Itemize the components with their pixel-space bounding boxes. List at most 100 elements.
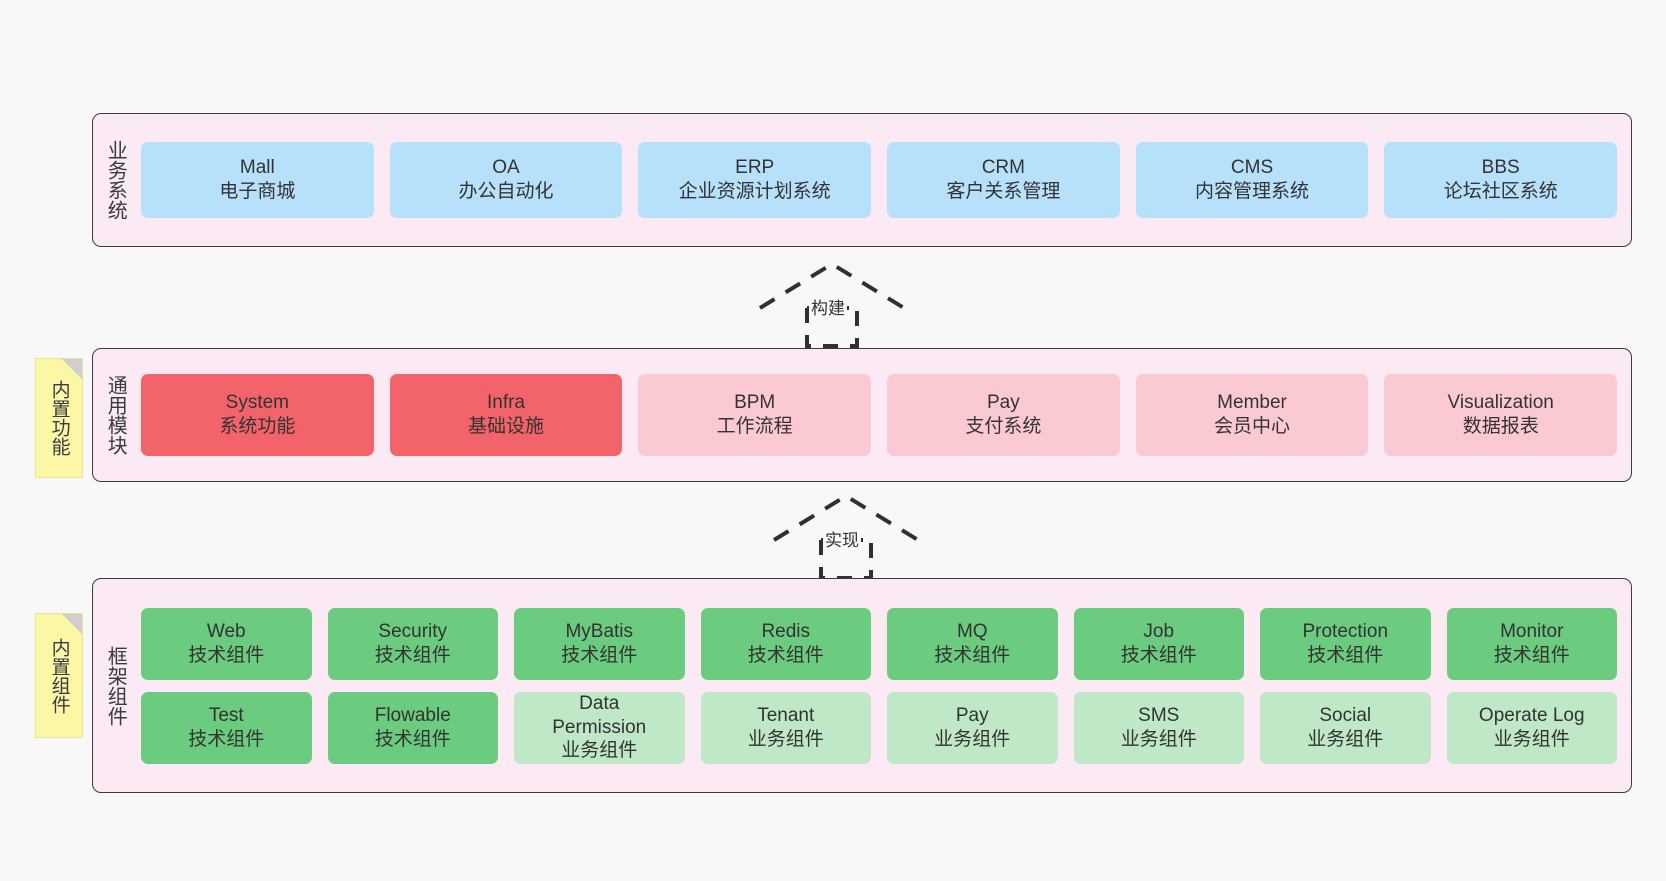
node-cms[interactable]: CMS 内容管理系统 <box>1135 142 1369 218</box>
node-row: Web 技术组件 Security 技术组件 MyBatis 技术组件 Redi… <box>141 607 1617 680</box>
layer-title-business: 业务系统 <box>104 140 127 220</box>
node-subtitle: 技术组件 <box>934 644 1011 666</box>
node-area-framework: Web 技术组件 Security 技术组件 MyBatis 技术组件 Redi… <box>137 579 1631 792</box>
node-subtitle: 技术组件 <box>188 644 265 666</box>
node-subtitle: 技术组件 <box>747 644 824 666</box>
node-subtitle: 办公自动化 <box>458 181 554 202</box>
node-title: Web <box>206 620 246 642</box>
node-title: Pay <box>955 704 989 726</box>
node-subtitle: 业务组件 <box>934 728 1011 750</box>
node-data-permission[interactable]: Data Permission 业务组件 <box>514 691 685 764</box>
node-web[interactable]: Web 技术组件 <box>141 607 312 680</box>
connector-implement-shape <box>772 493 920 580</box>
node-mybatis[interactable]: MyBatis 技术组件 <box>514 607 685 680</box>
node-bbs[interactable]: BBS 论坛社区系统 <box>1384 142 1618 218</box>
node-title: Test <box>208 704 244 726</box>
layer-title-common-modules: 通用模块 <box>104 375 127 455</box>
node-mall[interactable]: Mall 电子商城 <box>141 142 374 218</box>
node-row: System 系统功能 Infra 基础设施 BPM 工作流程 Pay 支付系统… <box>141 374 1618 456</box>
node-title: OA <box>492 157 520 179</box>
node-job[interactable]: Job 技术组件 <box>1073 607 1244 680</box>
node-subtitle: 业务组件 <box>747 728 824 750</box>
node-monitor[interactable]: Monitor 技术组件 <box>1446 607 1617 680</box>
node-subtitle: 技术组件 <box>374 728 451 750</box>
node-title: Member <box>1217 392 1287 414</box>
connector-implement: 实现 <box>766 490 926 582</box>
node-bpm[interactable]: BPM 工作流程 <box>638 374 872 456</box>
node-tenant[interactable]: Tenant 业务组件 <box>700 691 871 764</box>
node-area-business: Mall 电子商城 OA 办公自动化 ERP 企业资源计划系统 CRM 客户关系… <box>137 114 1631 246</box>
node-subtitle: 内容管理系统 <box>1195 181 1310 202</box>
node-title: Protection <box>1302 620 1389 642</box>
node-title: Flowable <box>374 704 451 726</box>
node-title: Mall <box>239 157 275 179</box>
node-subtitle: 业务组件 <box>1493 728 1570 750</box>
layer-common-modules: 通用模块 System 系统功能 Infra 基础设施 BPM 工作流程 Pay… <box>92 348 1632 482</box>
node-subtitle: 客户关系管理 <box>946 181 1061 202</box>
node-row: Mall 电子商城 OA 办公自动化 ERP 企业资源计划系统 CRM 客户关系… <box>141 142 1618 218</box>
node-title: CRM <box>981 157 1025 179</box>
node-title: Data Permission <box>552 692 647 738</box>
connector-implement-label: 实现 <box>823 526 861 551</box>
node-subtitle: 工作流程 <box>716 416 793 437</box>
node-subtitle: 业务组件 <box>561 740 638 762</box>
node-subtitle: 业务组件 <box>1120 728 1197 750</box>
node-test[interactable]: Test 技术组件 <box>141 691 312 764</box>
note-label: 内置功能 <box>48 380 70 456</box>
connector-build: 构建 <box>752 258 912 350</box>
node-subtitle: 基础设施 <box>468 416 545 437</box>
note-builtin-features: 内置功能 <box>35 358 83 478</box>
node-crm[interactable]: CRM 客户关系管理 <box>887 142 1120 218</box>
node-title: BBS <box>1481 157 1520 179</box>
node-pay-component[interactable]: Pay 业务组件 <box>887 691 1058 764</box>
node-title: Tenant <box>757 704 815 726</box>
node-subtitle: 业务组件 <box>1307 728 1384 750</box>
node-title: Visualization <box>1447 392 1554 414</box>
node-subtitle: 技术组件 <box>1493 644 1570 666</box>
node-subtitle: 企业资源计划系统 <box>678 181 831 202</box>
node-subtitle: 电子商城 <box>219 181 296 202</box>
node-sms[interactable]: SMS 业务组件 <box>1073 691 1244 764</box>
node-flowable[interactable]: Flowable 技术组件 <box>327 691 498 764</box>
node-title: MQ <box>956 620 988 642</box>
node-title: Job <box>1143 620 1175 642</box>
node-area-common-modules: System 系统功能 Infra 基础设施 BPM 工作流程 Pay 支付系统… <box>137 349 1631 481</box>
node-title: BPM <box>734 392 776 414</box>
node-security[interactable]: Security 技术组件 <box>327 607 498 680</box>
node-subtitle: 技术组件 <box>561 644 638 666</box>
node-subtitle: 技术组件 <box>1120 644 1197 666</box>
node-subtitle: 技术组件 <box>1307 644 1384 666</box>
node-subtitle: 会员中心 <box>1214 416 1291 437</box>
node-pay-module[interactable]: Pay 支付系统 <box>887 374 1120 456</box>
node-mq[interactable]: MQ 技术组件 <box>887 607 1058 680</box>
node-row: Test 技术组件 Flowable 技术组件 Data Permission … <box>141 691 1617 764</box>
node-system[interactable]: System 系统功能 <box>141 374 374 456</box>
node-title: Redis <box>761 620 811 642</box>
node-member[interactable]: Member 会员中心 <box>1135 374 1369 456</box>
node-title: Monitor <box>1500 620 1564 642</box>
node-social[interactable]: Social 业务组件 <box>1260 691 1431 764</box>
node-title: MyBatis <box>565 620 634 642</box>
node-title: System <box>225 392 290 414</box>
note-builtin-components: 内置组件 <box>35 613 83 738</box>
node-oa[interactable]: OA 办公自动化 <box>389 142 623 218</box>
node-subtitle: 论坛社区系统 <box>1443 181 1558 202</box>
node-title: Pay <box>986 392 1020 414</box>
node-title: CMS <box>1230 157 1274 179</box>
node-title: ERP <box>735 157 775 179</box>
layer-title-framework-components: 框架组件 <box>104 645 127 726</box>
node-protection[interactable]: Protection 技术组件 <box>1260 607 1431 680</box>
node-infra[interactable]: Infra 基础设施 <box>389 374 623 456</box>
note-label: 内置组件 <box>48 637 70 714</box>
node-visualization[interactable]: Visualization 数据报表 <box>1384 374 1618 456</box>
node-title: Infra <box>486 392 526 414</box>
node-subtitle: 系统功能 <box>219 416 296 437</box>
node-operate-log[interactable]: Operate Log 业务组件 <box>1446 691 1617 764</box>
connector-build-label: 构建 <box>809 294 847 319</box>
node-subtitle: 支付系统 <box>965 416 1042 437</box>
node-erp[interactable]: ERP 企业资源计划系统 <box>638 142 872 218</box>
layer-framework-components: 框架组件 Web 技术组件 Security 技术组件 MyBatis 技术组件… <box>92 578 1632 793</box>
node-subtitle: 技术组件 <box>374 644 451 666</box>
node-redis[interactable]: Redis 技术组件 <box>700 607 871 680</box>
node-title: Social <box>1319 704 1372 726</box>
